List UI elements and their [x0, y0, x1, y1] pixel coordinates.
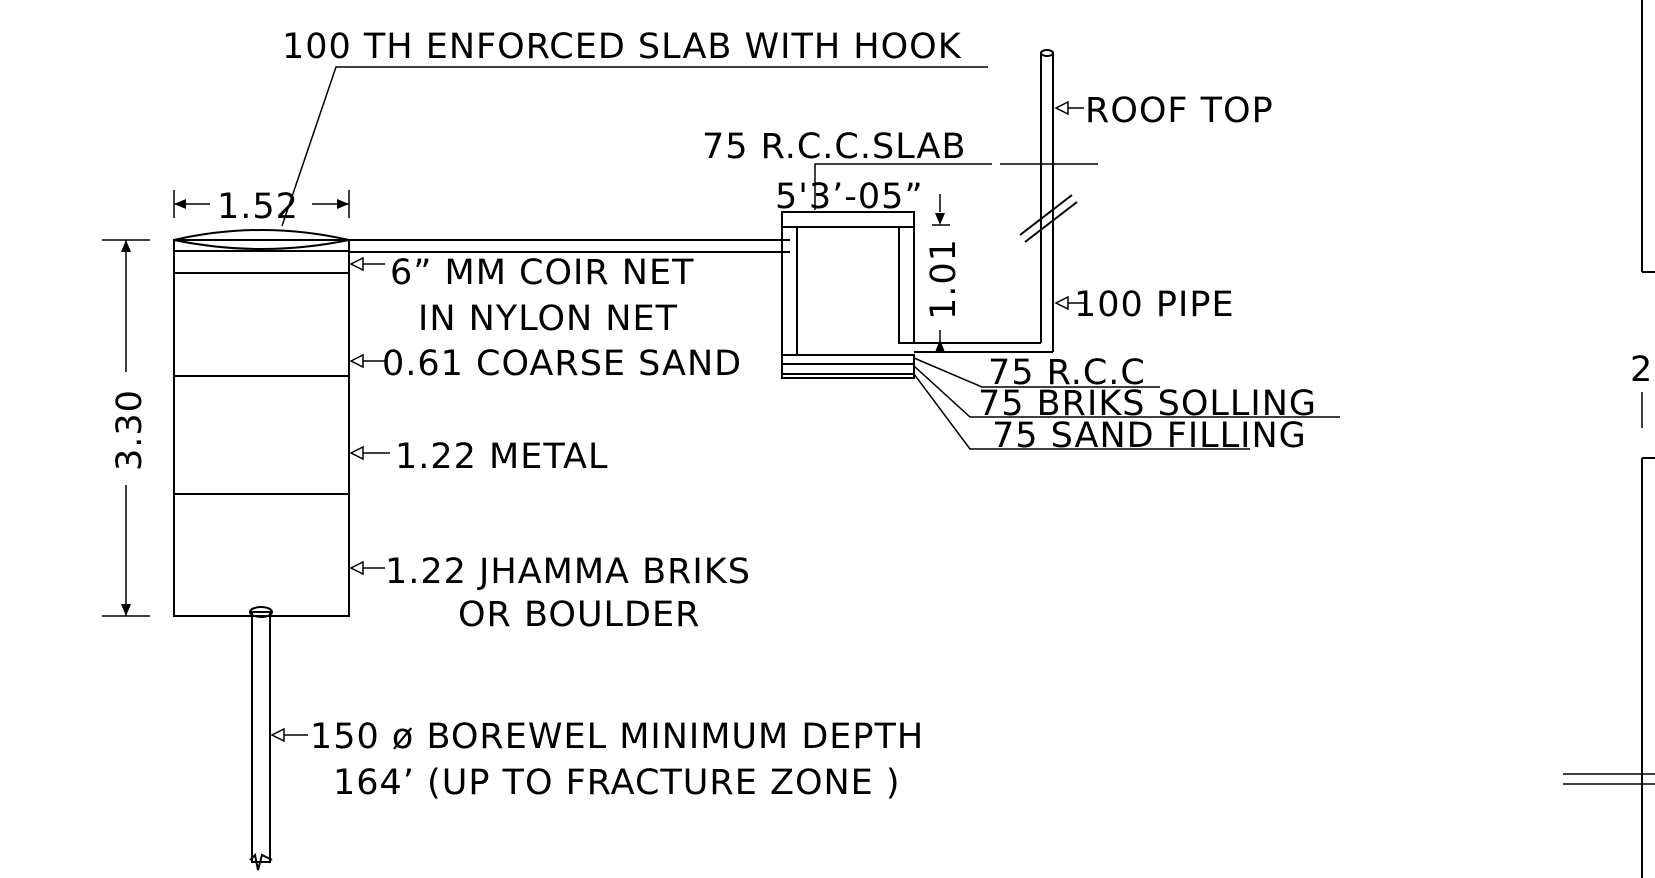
- silt-chamber: [781, 211, 915, 379]
- inlet-pipe: [349, 239, 790, 253]
- coir-net-label-line1: 6” MM COIR NET: [390, 253, 694, 293]
- borewell-label-line2: 164’ (UP TO FRACTURE ZONE ): [333, 763, 901, 803]
- pit-depth-label: 3.30: [110, 389, 150, 471]
- pit-outline: [173, 239, 350, 617]
- chamber-rcc-base: [781, 354, 915, 365]
- edge-mark-label: 2: [1630, 350, 1653, 390]
- coir-net-layer: [173, 250, 350, 274]
- jhamma-label-line2: OR BOULDER: [458, 595, 700, 635]
- jhamma-label-line1: 1.22 JHAMMA BRIKS: [385, 552, 751, 592]
- chamber-slab: [781, 211, 915, 228]
- rcc-slab-label: 75 R.C.C.SLAB: [702, 127, 966, 167]
- recharge-pit: [173, 229, 350, 617]
- pipe-label: 100 PIPE: [1074, 285, 1235, 325]
- pit-width-label: 1.52: [217, 187, 299, 227]
- boulder-layer: [173, 493, 350, 617]
- chamber-height-dimension: 1.01: [924, 194, 964, 352]
- metal-label: 1.22 METAL: [395, 437, 608, 477]
- coarse-sand-label: 0.61 COARSE SAND: [382, 344, 742, 384]
- pit-width-dimension: 1.52: [173, 187, 350, 227]
- roof-top-label: ROOF TOP: [1085, 91, 1274, 131]
- adjacent-drawing-fragment: 2: [1563, 0, 1655, 878]
- brick-solling-label: 75 BRIKS SOLLING: [978, 384, 1317, 424]
- slab-hook-label: 100 TH ENFORCED SLAB WITH HOOK: [282, 27, 962, 67]
- chamber-height-label: 1.01: [924, 238, 964, 320]
- chamber-right-wall: [898, 226, 915, 344]
- chamber-brick-solling: [781, 363, 915, 375]
- sand-filling-label: 75 SAND FILLING: [992, 416, 1307, 456]
- chamber-left-wall: [781, 226, 798, 356]
- chamber-size-label: 5'3’-05”: [775, 177, 924, 217]
- coir-net-label-line2: IN NYLON NET: [418, 299, 678, 339]
- chamber-sand-filling: [781, 373, 915, 379]
- borewell-label-line1: 150 ø BOREWEL MINIMUM DEPTH: [310, 717, 924, 757]
- leaders: [270, 66, 1340, 743]
- rcc-label: 75 R.C.C: [988, 353, 1146, 393]
- borewell: [249, 606, 273, 871]
- coarse-sand-layer: [173, 272, 350, 377]
- metal-layer: [173, 375, 350, 495]
- pit-depth-dimension: 3.30: [102, 239, 150, 617]
